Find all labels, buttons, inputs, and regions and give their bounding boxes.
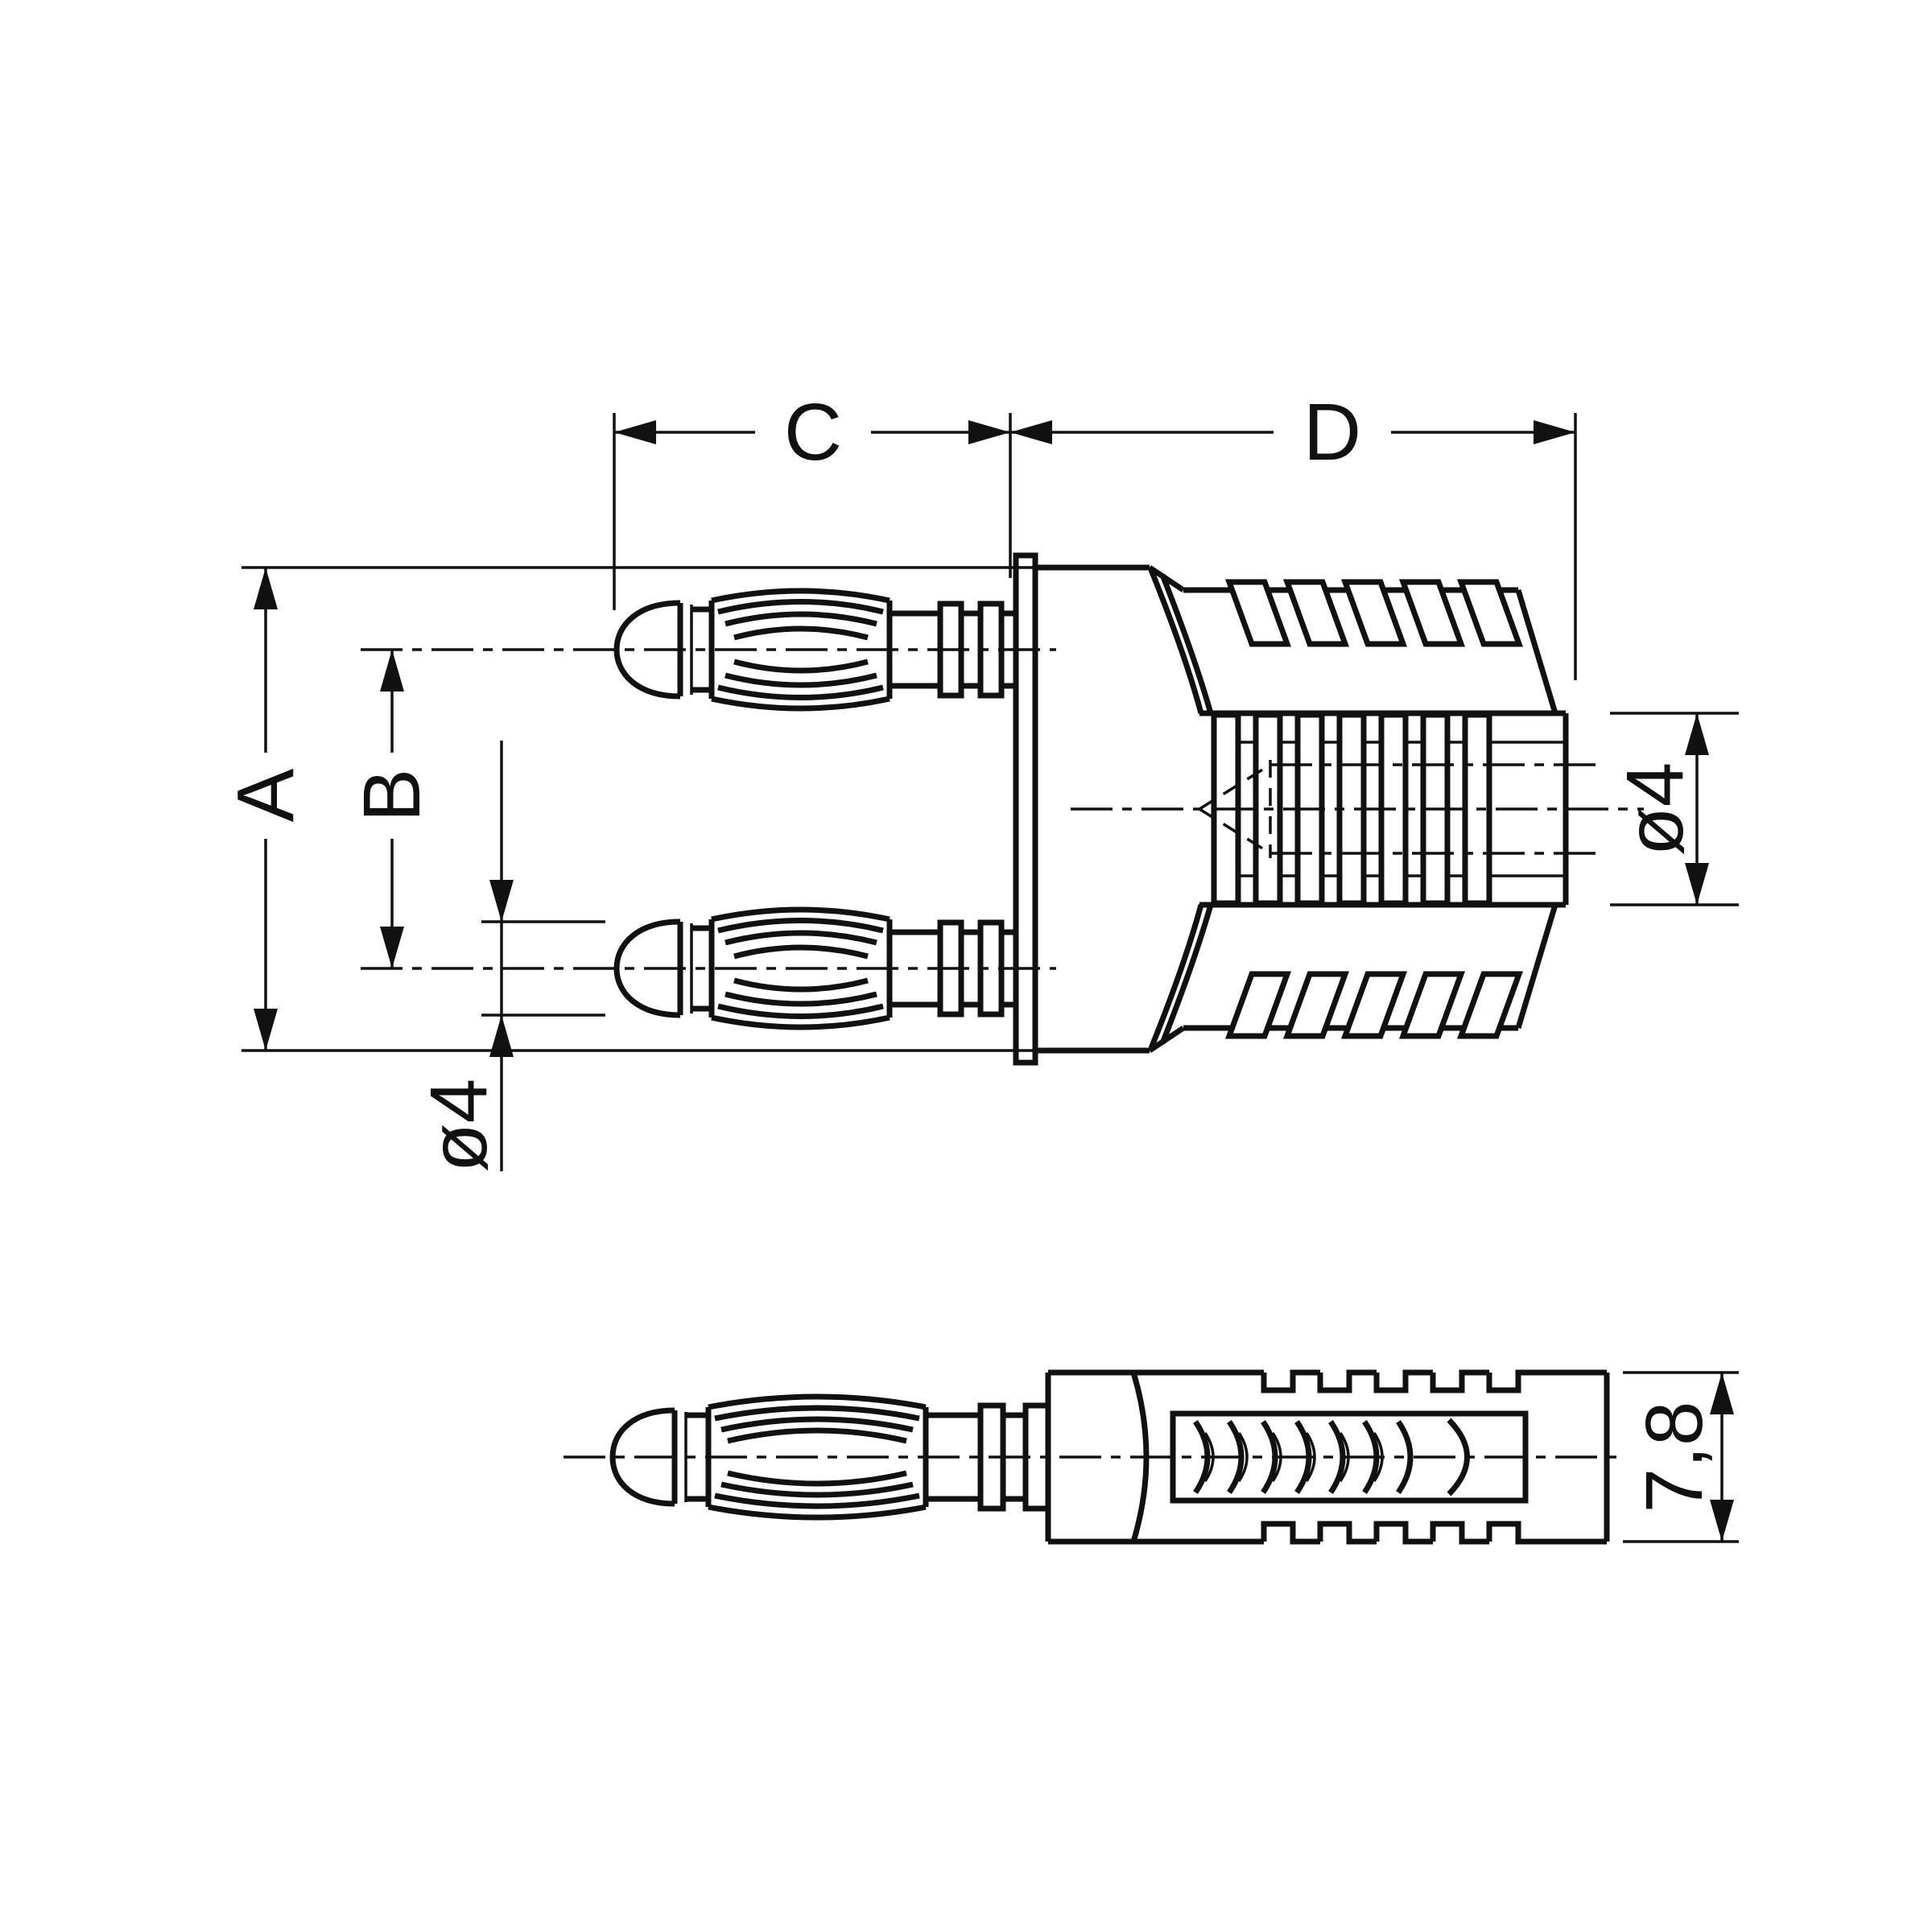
arrowhead-down-icon	[1685, 863, 1709, 905]
arrowhead-right-icon	[968, 420, 1010, 444]
body-top-edge	[1035, 564, 1518, 593]
arrowhead-right-icon	[1534, 420, 1575, 444]
bellows-rib	[1294, 712, 1325, 906]
arrowhead-up-icon	[1710, 1373, 1734, 1414]
grip-slots-top	[1225, 579, 1523, 647]
side-plug	[609, 1393, 1051, 1521]
dim-label-D: D	[1303, 387, 1361, 477]
grip-slot	[1341, 579, 1407, 647]
arrowhead-down-icon	[254, 1009, 278, 1051]
bellows-rib	[1420, 712, 1451, 906]
side-view: 7,8	[564, 1369, 1739, 1545]
spring-lamellas	[717, 918, 884, 1019]
rear-neck	[890, 610, 940, 689]
dim-label-cable-diameter: ø4	[1610, 762, 1700, 857]
plug-tip-dome	[613, 600, 681, 700]
body-bottom-edge	[1035, 1025, 1518, 1054]
dim-label-pin-diameter: ø4	[414, 1079, 504, 1173]
dim-d: D	[1010, 387, 1577, 680]
barrel-ends	[708, 601, 893, 699]
body-right-slant-bottom	[1515, 903, 1558, 1030]
grip-slot	[1341, 971, 1407, 1039]
arrowhead-up-icon	[254, 568, 278, 609]
front-flange	[1013, 552, 1038, 1066]
rear-neck	[890, 929, 940, 1008]
top-view: C D A B	[221, 387, 1739, 1172]
dim-label-side-height: 7,8	[1629, 1401, 1719, 1513]
arrowhead-up-icon	[380, 650, 404, 691]
body-right-slant-top	[1515, 588, 1558, 715]
arrowhead-down-icon	[1710, 1500, 1734, 1542]
body-bottom-edge-castellated	[1048, 1521, 1607, 1545]
spring-barrel-outline	[711, 588, 890, 712]
body-top-edge-castellated	[1048, 1369, 1607, 1393]
neck	[691, 606, 712, 693]
shoulder-curve-top	[1148, 568, 1214, 714]
lower-banana-plug	[613, 906, 1019, 1030]
dim-a: A	[221, 566, 1035, 1052]
strain-relief-bellows	[1211, 712, 1507, 906]
barrel-ends	[708, 919, 893, 1018]
arrowhead-left-icon	[1010, 420, 1052, 444]
spring-barrel-outline	[708, 1393, 927, 1521]
dim-c: C	[613, 387, 1012, 610]
bellows-rib	[1462, 712, 1492, 906]
bellows-rib	[1253, 712, 1283, 906]
cable-end-curve	[1447, 1418, 1470, 1496]
barrel-ends	[705, 1407, 929, 1507]
grip-slot	[1225, 971, 1291, 1039]
sleeve-bore-lines	[1507, 741, 1566, 877]
arrowhead-up-icon	[1685, 713, 1709, 755]
cable-corrugations	[1193, 1420, 1414, 1494]
grip-slot	[1283, 579, 1349, 647]
neck	[691, 925, 712, 1012]
dim-label-B: B	[347, 769, 437, 823]
spring-barrel-outline	[711, 906, 890, 1030]
dim-label-C: C	[784, 387, 842, 477]
hidden-cable-cone	[1199, 760, 1272, 858]
inner-cone-parting-line	[1130, 1371, 1150, 1543]
grip-slot	[1283, 971, 1349, 1039]
arrowhead-left-icon	[614, 420, 656, 444]
shoulder-curve-bottom	[1148, 904, 1214, 1050]
dim-pin-diameter: ø4	[414, 741, 605, 1172]
collar-groove	[1003, 1412, 1026, 1502]
arrowhead-up-icon	[489, 1015, 514, 1057]
bellows-rib	[1211, 712, 1241, 906]
bellows-rib	[1336, 712, 1367, 906]
bellows-rib	[1378, 712, 1409, 906]
dim-side-height: 7,8	[1623, 1371, 1739, 1543]
cable-corrugation-inner	[1203, 1432, 1384, 1482]
grip-slots-bottom	[1225, 971, 1523, 1039]
dim-b: B	[347, 650, 437, 968]
spring-lamellas	[717, 599, 884, 700]
rear-neck	[926, 1412, 980, 1502]
grip-slot	[1399, 971, 1465, 1039]
grip-slot	[1399, 579, 1465, 647]
connector-body	[1013, 552, 1602, 1066]
spring-lamellas	[714, 1405, 920, 1509]
side-body	[1045, 1369, 1610, 1545]
grip-slot	[1457, 579, 1523, 647]
cable-cavity	[1170, 1410, 1529, 1504]
collar-ring	[977, 1402, 1006, 1512]
dim-label-A: A	[221, 768, 311, 822]
grip-slot	[1457, 971, 1523, 1039]
neck	[686, 1412, 708, 1502]
dim-cable-diameter: ø4	[1610, 712, 1739, 906]
plug-tip-dome	[609, 1407, 675, 1507]
grip-slot	[1225, 579, 1291, 647]
arrowhead-down-icon	[380, 927, 404, 968]
plug-tip-dome	[613, 919, 681, 1018]
upper-banana-plug	[613, 588, 1019, 712]
arrowhead-down-icon	[489, 880, 514, 922]
